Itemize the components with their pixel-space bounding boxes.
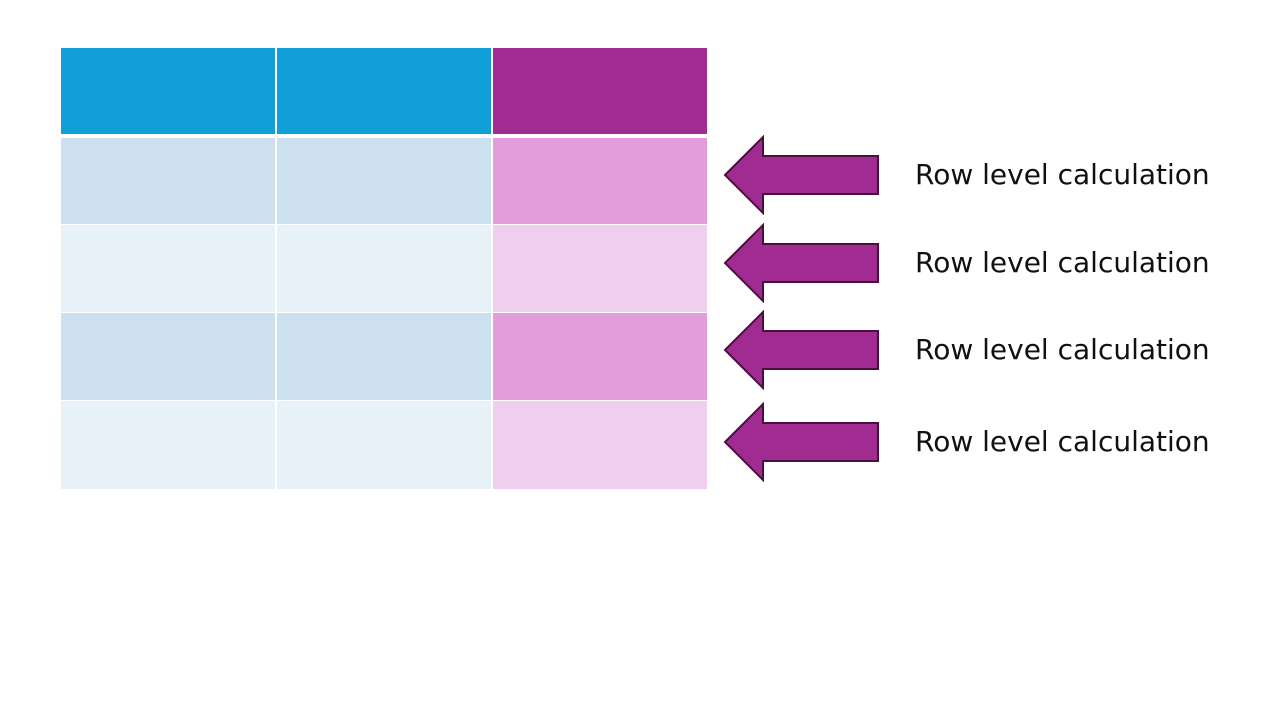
row-level-calculation-label: Row level calculation [915, 333, 1210, 366]
table-row-4-cell-1 [61, 401, 275, 489]
table-row-2-calculated-cell [493, 225, 707, 312]
table-row-2-cell-2 [277, 225, 491, 312]
table-row-2-cell-1 [61, 225, 275, 312]
header-cell-calculated [493, 48, 707, 134]
header-cell-1 [61, 48, 275, 134]
table-row-4-cell-2 [277, 401, 491, 489]
row-level-calculation-label: Row level calculation [915, 425, 1210, 458]
table-row-1-cell-1 [61, 138, 275, 224]
left-arrow-icon [722, 310, 882, 390]
table-row-3-cell-1 [61, 313, 275, 400]
row-level-calculation-label: Row level calculation [915, 158, 1210, 191]
left-arrow-icon [722, 223, 882, 303]
table-row-3-cell-2 [277, 313, 491, 400]
header-cell-2 [277, 48, 491, 134]
table-row-1-cell-2 [277, 138, 491, 224]
left-arrow-icon [722, 135, 882, 215]
table-row-3-calculated-cell [493, 313, 707, 400]
row-level-calculation-label: Row level calculation [915, 246, 1210, 279]
table-diagram [61, 48, 707, 489]
table-row-1-calculated-cell [493, 138, 707, 224]
table-row-4-calculated-cell [493, 401, 707, 489]
left-arrow-icon [722, 402, 882, 482]
